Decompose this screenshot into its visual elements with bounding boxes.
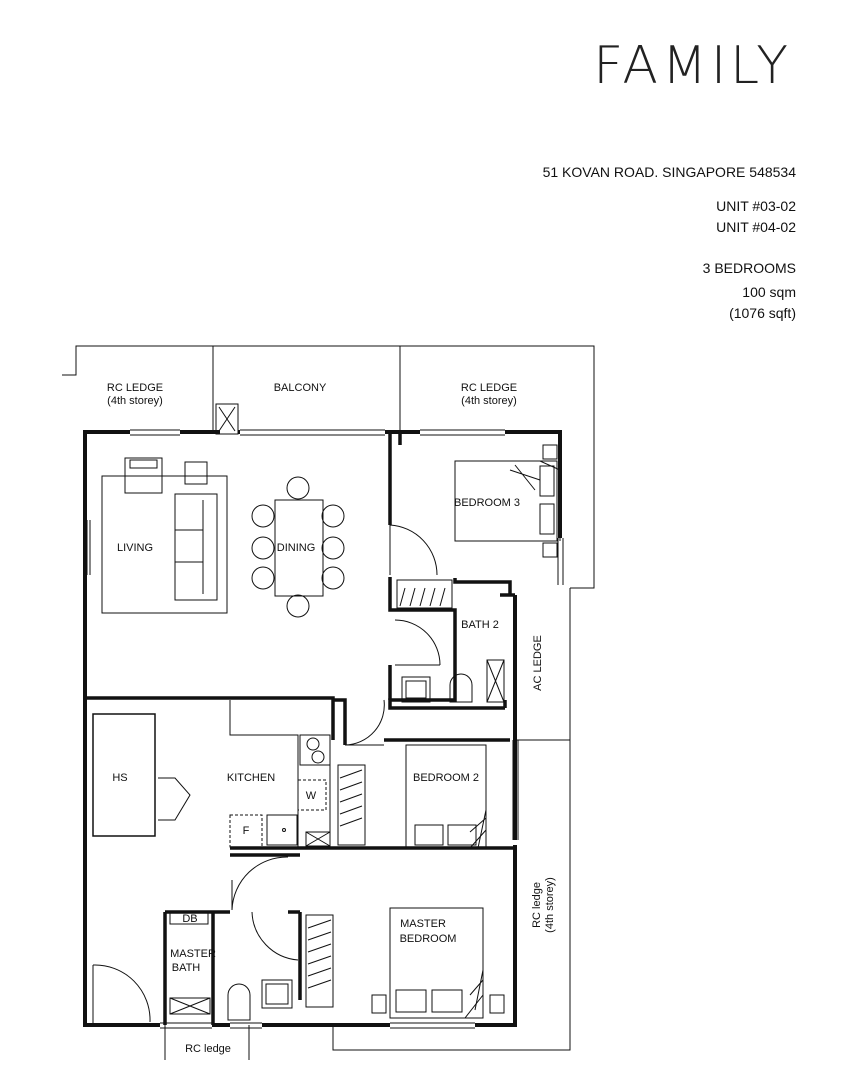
rc-ledge-bottom-label: RC ledge (185, 1043, 231, 1055)
bath-2-fixtures (401, 659, 505, 703)
master-bedroom-sublabel: BEDROOM (400, 933, 457, 945)
area-sqm: 100 sqm (742, 284, 796, 300)
bath-2-label: BATH 2 (461, 619, 499, 631)
fridge-label: F (243, 825, 250, 837)
rc-ledge-left-label: RC LEDGE (107, 382, 163, 394)
wardrobes (305, 579, 453, 1008)
dining-label: DINING (277, 542, 316, 554)
master-bath-sublabel: BATH (172, 962, 201, 974)
bedroom-2-label: BEDROOM 2 (413, 772, 479, 784)
bedroom-count: 3 BEDROOMS (702, 260, 796, 276)
brand-title: FAMILY (593, 36, 792, 96)
windows (86, 429, 564, 1029)
dining-set (251, 476, 345, 618)
rc-ledge-side-sublabel: (4th storey) (544, 877, 556, 933)
rc-ledge-left-sublabel: (4th storey) (107, 395, 163, 407)
living-furniture (101, 457, 228, 614)
rc-ledge-right-label: RC LEDGE (461, 382, 517, 394)
living-label: LIVING (117, 542, 153, 554)
unit-number: UNIT #03-02 (716, 198, 796, 214)
interior-walls (85, 432, 515, 1025)
balcony-label: BALCONY (274, 382, 327, 394)
master-bedroom-label: MASTER (400, 918, 446, 930)
balcony-outline (215, 403, 239, 435)
bedroom-3-furniture (454, 444, 561, 558)
household-shelter (92, 713, 156, 837)
unit-size-info: 3 BEDROOMS 100 sqm (1076 sqft) (703, 258, 796, 324)
door-swings (92, 524, 441, 1025)
washer-label: W (306, 790, 317, 802)
master-bath-label: MASTER (170, 948, 216, 960)
room-labels: RC LEDGE (4th storey) BALCONY RC LEDGE (… (107, 382, 556, 1055)
master-bath-fixtures (169, 911, 293, 1021)
hs-label: HS (112, 772, 127, 784)
db-label: DB (182, 913, 197, 925)
unit-numbers: UNIT #03-02 UNIT #04-02 (716, 196, 796, 238)
ac-ledge-label: AC LEDGE (532, 635, 544, 691)
bedroom-2-furniture (405, 744, 487, 849)
master-bedroom-furniture (371, 907, 505, 1019)
kitchen-fixtures (229, 700, 331, 848)
unit-number: UNIT #04-02 (716, 219, 796, 235)
kitchen-label: KITCHEN (227, 772, 275, 784)
rc-ledge-right-sublabel: (4th storey) (461, 395, 517, 407)
bedroom-3-label: BEDROOM 3 (454, 497, 520, 509)
area-sqft: (1076 sqft) (729, 305, 796, 321)
exterior-walls (83, 430, 562, 1027)
rc-ledge-side-label: RC ledge (531, 882, 543, 928)
address: 51 KOVAN ROAD. SINGAPORE 548534 (542, 164, 796, 180)
